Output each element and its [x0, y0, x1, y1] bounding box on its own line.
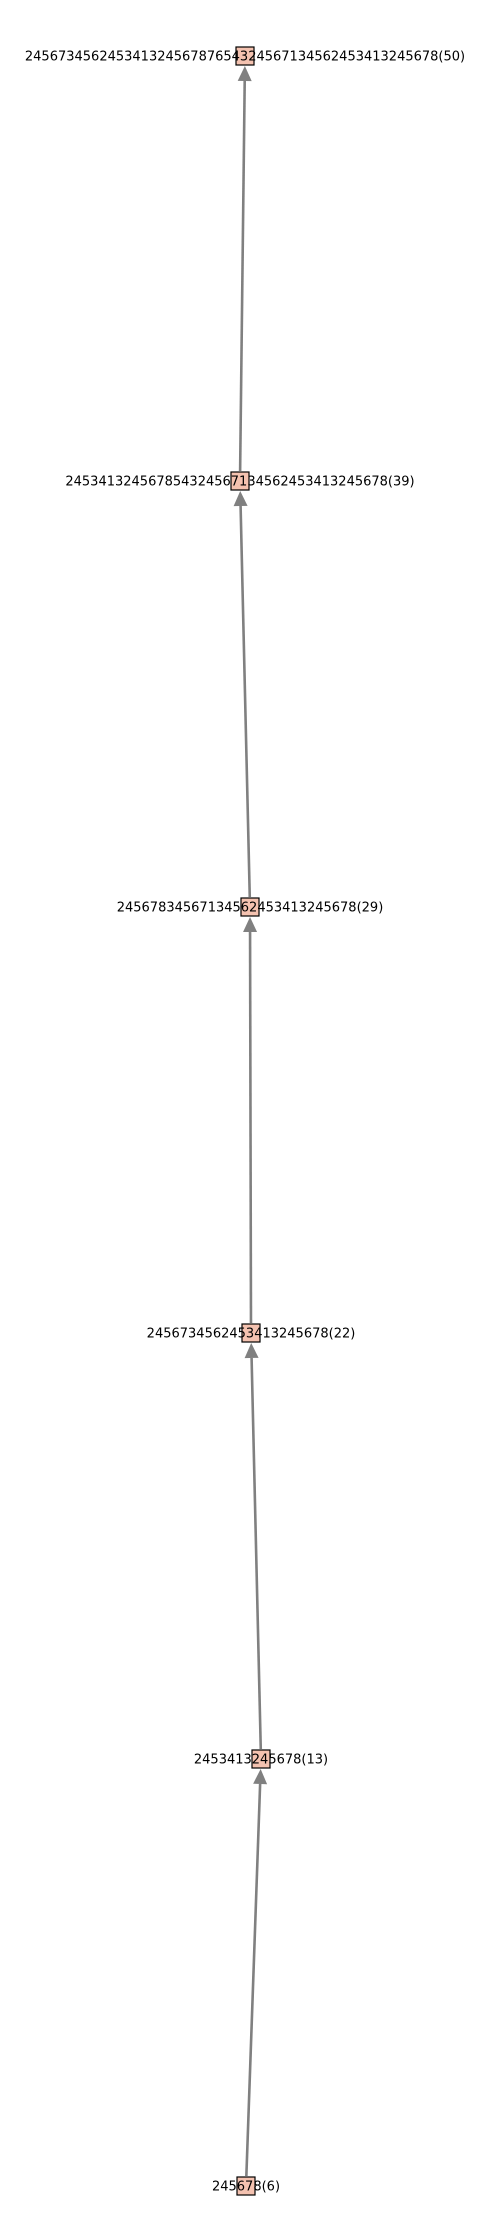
- node-label-n39: 245341324567854324567134562453413245678(…: [65, 475, 414, 490]
- node-box-n29[interactable]: [240, 897, 260, 917]
- edge-arrowhead-n13-n22: [244, 1342, 259, 1359]
- node-label-n13: 2453413245678(13): [194, 1753, 328, 1768]
- edge-line-n29-n39: [239, 505, 252, 898]
- edge-line-n13-n22: [250, 1357, 263, 1750]
- node-label-n22: 2456734562453413245678(22): [147, 1327, 356, 1342]
- edge-line-n6-n13: [245, 1783, 262, 2177]
- node-label-n6: 245678(6): [212, 2180, 280, 2195]
- nodes-layer: [230, 46, 271, 2196]
- node-box-n39[interactable]: [230, 471, 250, 491]
- edge-line-n39-n50: [238, 80, 247, 472]
- node-label-n50: 2456734562453413245678765432456713456245…: [25, 50, 465, 65]
- edge-arrowhead-n29-n39: [233, 490, 248, 507]
- edge-arrowhead-n22-n29: [243, 917, 258, 933]
- node-box-n22[interactable]: [241, 1323, 261, 1343]
- node-label-n29: 24567834567134562453413245678(29): [117, 901, 384, 916]
- node-box-n6[interactable]: [236, 2176, 256, 2196]
- edge-line-n22-n29: [248, 931, 253, 1324]
- edge-arrowhead-n39-n50: [237, 65, 252, 82]
- node-box-n50[interactable]: [235, 46, 255, 66]
- edge-arrowhead-n6-n13: [253, 1768, 268, 1785]
- labels-layer: 2456734562453413245678765432456713456245…: [25, 50, 465, 2195]
- edges-layer: [233, 65, 268, 2177]
- node-box-n13[interactable]: [251, 1749, 271, 1769]
